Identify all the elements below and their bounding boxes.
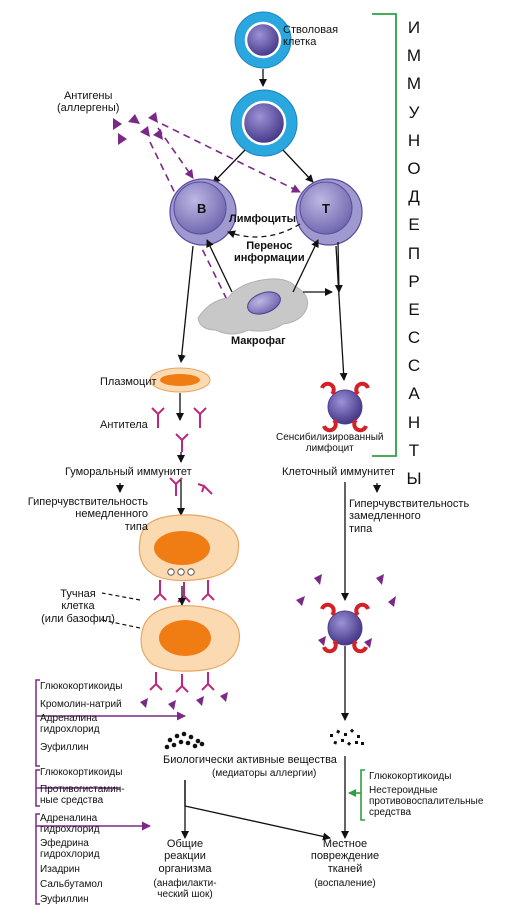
antibodies-label: Антитела <box>100 419 148 431</box>
letter: О <box>407 158 421 178</box>
letter: П <box>407 243 421 263</box>
cellular-immunity-label: Клеточный иммунитет <box>282 466 396 478</box>
macrophage <box>197 278 309 335</box>
letter: С <box>407 328 421 348</box>
drug-3-4: Сальбутамол <box>40 879 103 890</box>
drug-1-1: Глюкокортикоиды <box>40 681 123 692</box>
plasmocyte-label: Плазмоцит <box>100 376 157 388</box>
inflammation-label: (воспаление) <box>314 878 376 889</box>
letter: Е <box>408 215 420 235</box>
antibody-icons <box>151 407 213 496</box>
progenitor-cell <box>230 89 298 157</box>
letter: Р <box>408 271 420 291</box>
hyper-delayed-label: Гиперчувствительность замедленного типа <box>349 498 470 535</box>
letter: А <box>408 384 420 404</box>
plasmocyte <box>149 367 211 393</box>
letter: И <box>407 18 421 37</box>
stem-cell <box>234 11 292 69</box>
drug-1-2: Кромолин-натрий <box>40 699 122 710</box>
drug-2-2: Противогистамин- ные средства <box>40 784 125 807</box>
drug-3-5: Эуфиллин <box>40 894 89 905</box>
macrophage-label: Макрофаг <box>231 335 286 347</box>
letter: Н <box>407 412 421 432</box>
drug-4-1: Глюкокортикоиды <box>369 771 452 782</box>
drug-3-3: Изадрин <box>40 864 80 875</box>
letter: Е <box>408 299 420 319</box>
letter: Т <box>408 440 420 460</box>
drug-2-1: Глюкокортикоиды <box>40 767 123 778</box>
hyper-immediate-label: Гиперчувствительность немедленного типа <box>27 496 148 533</box>
t-cell-letter: T <box>322 201 330 216</box>
drug-1-4: Эуфиллин <box>40 742 89 753</box>
mediator-dots <box>330 728 364 746</box>
sensitized-lymphocyte <box>320 381 370 433</box>
activated-lymphocyte <box>320 602 370 654</box>
mast-cell-label: Тучная клетка (или базофил) <box>41 588 115 625</box>
drug-4-2: Нестероидные противовоспалительные средс… <box>369 785 484 819</box>
letter: С <box>407 356 421 376</box>
stem-cell-label: Стволовая клетка <box>283 24 339 49</box>
mast-cell-bottom <box>140 605 241 672</box>
b-cell-letter: B <box>197 201 207 216</box>
sensitized-lymphocyte-label: Сенсибилизированный лимфоцит <box>276 432 384 455</box>
antigen-icons <box>113 112 163 145</box>
letter: М <box>406 46 422 66</box>
general-reactions-label: Общие реакции организма <box>158 838 212 875</box>
bioactive-dots <box>164 731 205 750</box>
lymphocytes-label: Лимфоциты <box>229 213 296 225</box>
t-lymphocyte <box>295 178 363 246</box>
drug-3-1: Адреналина гидрохлорид <box>40 813 100 836</box>
mediators-label: (медиаторы аллергии) <box>212 768 317 779</box>
b-lymphocyte <box>169 178 237 246</box>
antigens-label: Антигены (аллергены) <box>57 90 120 115</box>
humoral-immunity-label: Гуморальный иммунитет <box>65 466 192 478</box>
letter: Д <box>408 187 420 207</box>
anaphylactic-label: (анафилакти- ческий шок) <box>153 878 217 901</box>
drug-1-3: Адреналина гидрохлорид <box>40 713 100 736</box>
bio-active-label: Биологически активные вещества <box>163 754 337 766</box>
letter: Н <box>407 130 421 150</box>
drug-3-2: Эфедрина гидрохлорид <box>40 838 100 861</box>
letter: У <box>408 102 420 122</box>
immunosuppressants-vertical-text: И М М У Н О Д Е П Р Е С С А Н Т Ы <box>402 14 426 493</box>
mast-cell-top <box>138 514 240 582</box>
info-transfer-label: Перенос информации <box>234 240 305 265</box>
letter: М <box>406 74 422 94</box>
immunosuppressants-bracket <box>372 13 397 457</box>
letter: Ы <box>406 469 422 488</box>
local-damage-label: Местное повреждение тканей <box>310 838 380 875</box>
